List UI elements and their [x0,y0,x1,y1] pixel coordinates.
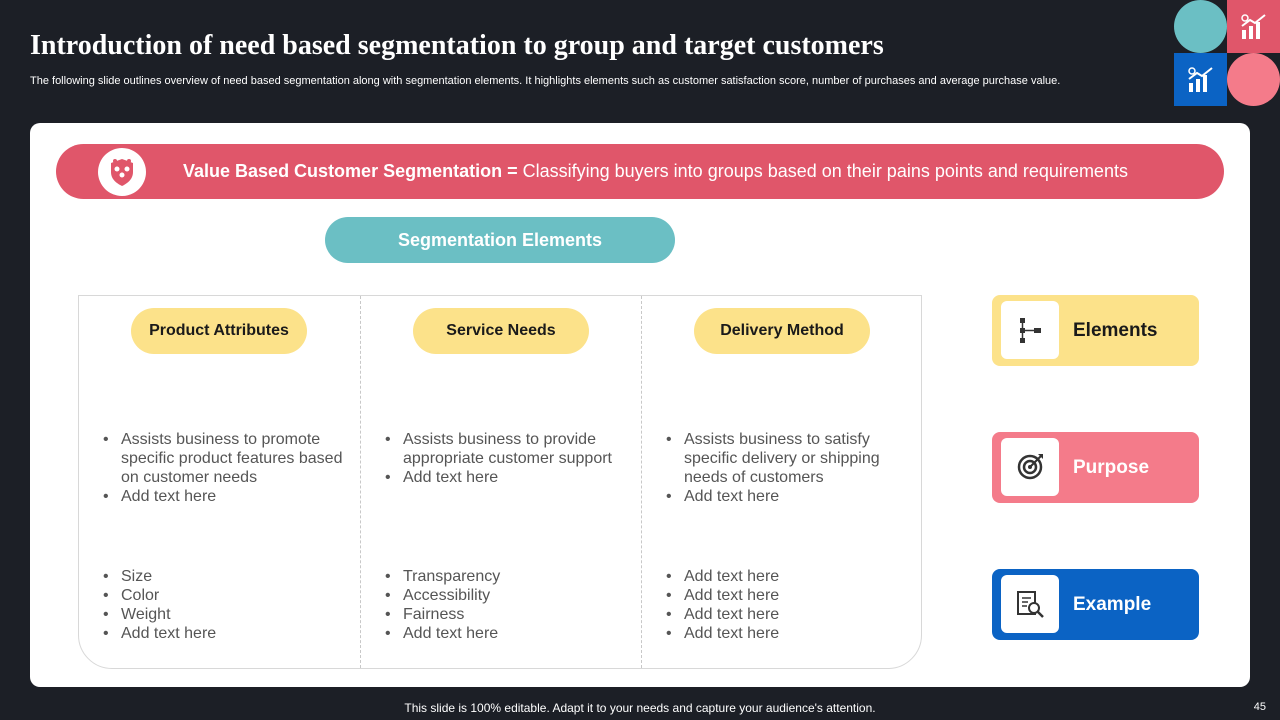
shield-group-icon [111,159,133,186]
banner-text: Value Based Customer Segmentation = Clas… [183,161,1128,182]
slide-title: Introduction of need based segmentation … [30,30,884,61]
decor-circle-pink [1227,53,1280,106]
target-icon [1017,454,1043,480]
column-delivery-method: Delivery Method Assists business to sati… [641,296,922,668]
document-search-icon [1017,591,1044,618]
list-item: Add text here [103,624,343,643]
page-number: 45 [1253,701,1266,713]
content-card: Value Based Customer Segmentation = Clas… [30,123,1250,687]
column-description-list: Assists business to satisfy specific del… [666,430,906,506]
list-item: Fairness [385,605,625,624]
growth-chart-icon [1240,13,1266,39]
growth-chart-icon [1187,66,1213,92]
side-label-purpose: Purpose [992,432,1199,503]
column-examples-list: Size Color Weight Add text here [103,567,343,643]
column-product-attributes: Product Attributes Assists business to p… [79,296,360,668]
list-item: Add text here [666,586,906,605]
decor-square-blue [1174,53,1227,106]
banner-definition: Classifying buyers into groups based on … [517,161,1128,181]
side-label-text: Example [1073,593,1152,615]
list-item: Weight [103,605,343,624]
column-title: Service Needs [413,308,589,354]
list-item: Assists business to satisfy specific del… [666,430,906,487]
side-label-text: Purpose [1073,456,1150,478]
side-label-elements: Elements [992,295,1199,366]
list-item: Add text here [103,487,343,506]
decor-square-red [1227,0,1280,53]
side-icon-holder [1001,301,1059,359]
column-title: Delivery Method [694,308,870,354]
definition-banner: Value Based Customer Segmentation = Clas… [56,144,1224,199]
column-description-list: Assists business to promote specific pro… [103,430,343,506]
list-item: Add text here [385,468,625,487]
list-item: Accessibility [385,586,625,605]
list-item: Assists business to provide appropriate … [385,430,625,468]
list-item: Add text here [666,567,906,586]
side-icon-holder [1001,575,1059,633]
column-title: Product Attributes [131,308,307,354]
decor-circle-teal [1174,0,1227,53]
column-examples-list: Transparency Accessibility Fairness Add … [385,567,625,643]
list-item: Transparency [385,567,625,586]
banner-icon-holder [98,148,146,196]
list-item: Add text here [666,624,906,643]
list-item: Add text here [666,487,906,506]
list-item: Assists business to promote specific pro… [103,430,343,487]
side-label-text: Elements [1073,319,1158,341]
list-item: Add text here [666,605,906,624]
column-description-list: Assists business to provide appropriate … [385,430,625,487]
banner-bold-label: Value Based Customer Segmentation = [183,161,518,181]
segmentation-elements-title: Segmentation Elements [325,217,675,263]
list-item: Color [103,586,343,605]
footer-note: This slide is 100% editable. Adapt it to… [404,701,876,715]
list-item: Add text here [385,624,625,643]
slide-subtitle: The following slide outlines overview of… [30,75,1061,87]
segmentation-table: Product Attributes Assists business to p… [78,295,922,669]
hierarchy-icon [1020,318,1041,343]
list-item: Size [103,567,343,586]
column-examples-list: Add text here Add text here Add text her… [666,567,906,643]
column-service-needs: Service Needs Assists business to provid… [360,296,641,668]
side-label-example: Example [992,569,1199,640]
side-icon-holder [1001,438,1059,496]
